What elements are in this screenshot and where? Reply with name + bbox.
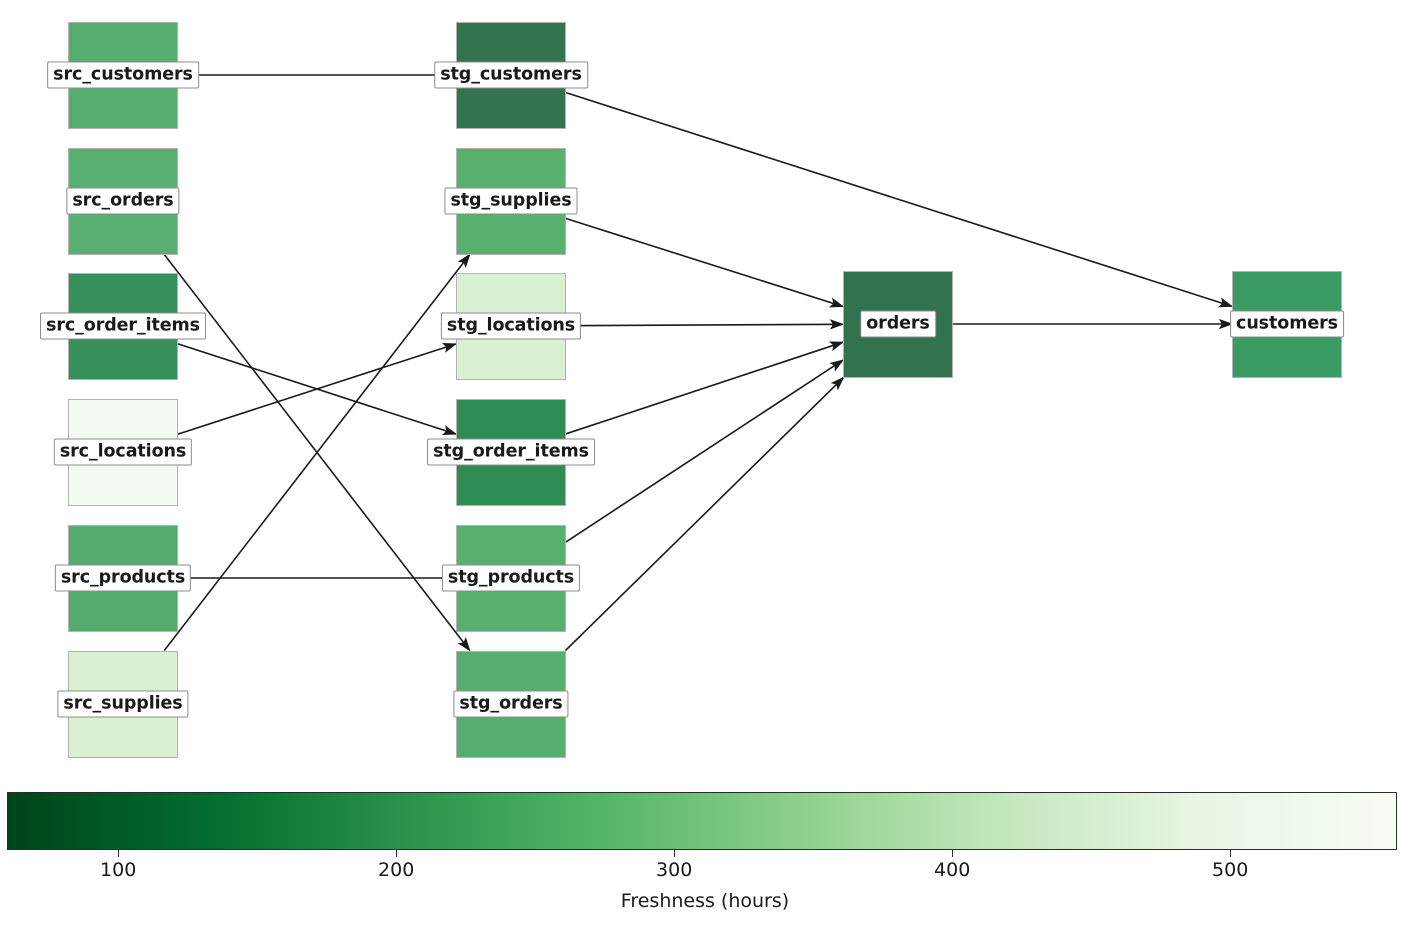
node-label-stg_products: stg_products xyxy=(441,564,581,592)
edge-src_orders-to-stg_orders xyxy=(163,254,471,652)
colorbar-label: Freshness (hours) xyxy=(620,890,790,912)
colorbar-gradient xyxy=(7,792,1397,850)
edge-stg_order_items-to-orders xyxy=(565,341,845,435)
colorbar-tick xyxy=(952,850,954,857)
colorbar-tick-label: 100 xyxy=(100,859,137,881)
colorbar-tick xyxy=(674,850,676,857)
node-label-stg_orders: stg_orders xyxy=(453,690,569,718)
edge-src_locations-to-stg_locations xyxy=(177,343,458,435)
node-label-src_locations: src_locations xyxy=(53,438,193,466)
edge-layer xyxy=(163,74,1234,652)
node-label-src_products: src_products xyxy=(54,564,192,592)
node-label-src_customers: src_customers xyxy=(47,61,199,89)
colorbar-tick-label: 300 xyxy=(656,859,693,881)
node-label-orders: orders xyxy=(860,310,936,338)
colorbar-tick-label: 200 xyxy=(378,859,415,881)
colorbar-tick xyxy=(396,850,398,857)
node-label-src_orders: src_orders xyxy=(66,187,180,215)
colorbar-tick xyxy=(1230,850,1232,857)
colorbar: 100 200 300 400 500 Freshness (hours) xyxy=(0,780,1410,926)
node-label-stg_order_items: stg_order_items xyxy=(427,438,595,466)
edge-stg_products-to-orders xyxy=(565,359,845,543)
colorbar-tick xyxy=(118,850,120,857)
edges-group xyxy=(163,74,1234,652)
node-label-src_supplies: src_supplies xyxy=(57,690,189,718)
edge-src_order_items-to-stg_order_items xyxy=(177,343,458,435)
node-label-stg_supplies: stg_supplies xyxy=(444,187,578,215)
edge-src_supplies-to-stg_supplies xyxy=(163,253,471,651)
colorbar-tick-label: 400 xyxy=(934,859,971,881)
edge-stg_locations-to-orders xyxy=(565,319,845,330)
node-label-stg_customers: stg_customers xyxy=(434,61,588,89)
node-label-src_order_items: src_order_items xyxy=(40,312,206,340)
node-label-customers: customers xyxy=(1230,310,1344,338)
colorbar-tick-label: 500 xyxy=(1212,859,1249,881)
edge-stg_orders-to-orders xyxy=(564,376,845,652)
node-label-stg_locations: stg_locations xyxy=(440,312,582,340)
edge-stg_supplies-to-orders xyxy=(565,217,845,308)
